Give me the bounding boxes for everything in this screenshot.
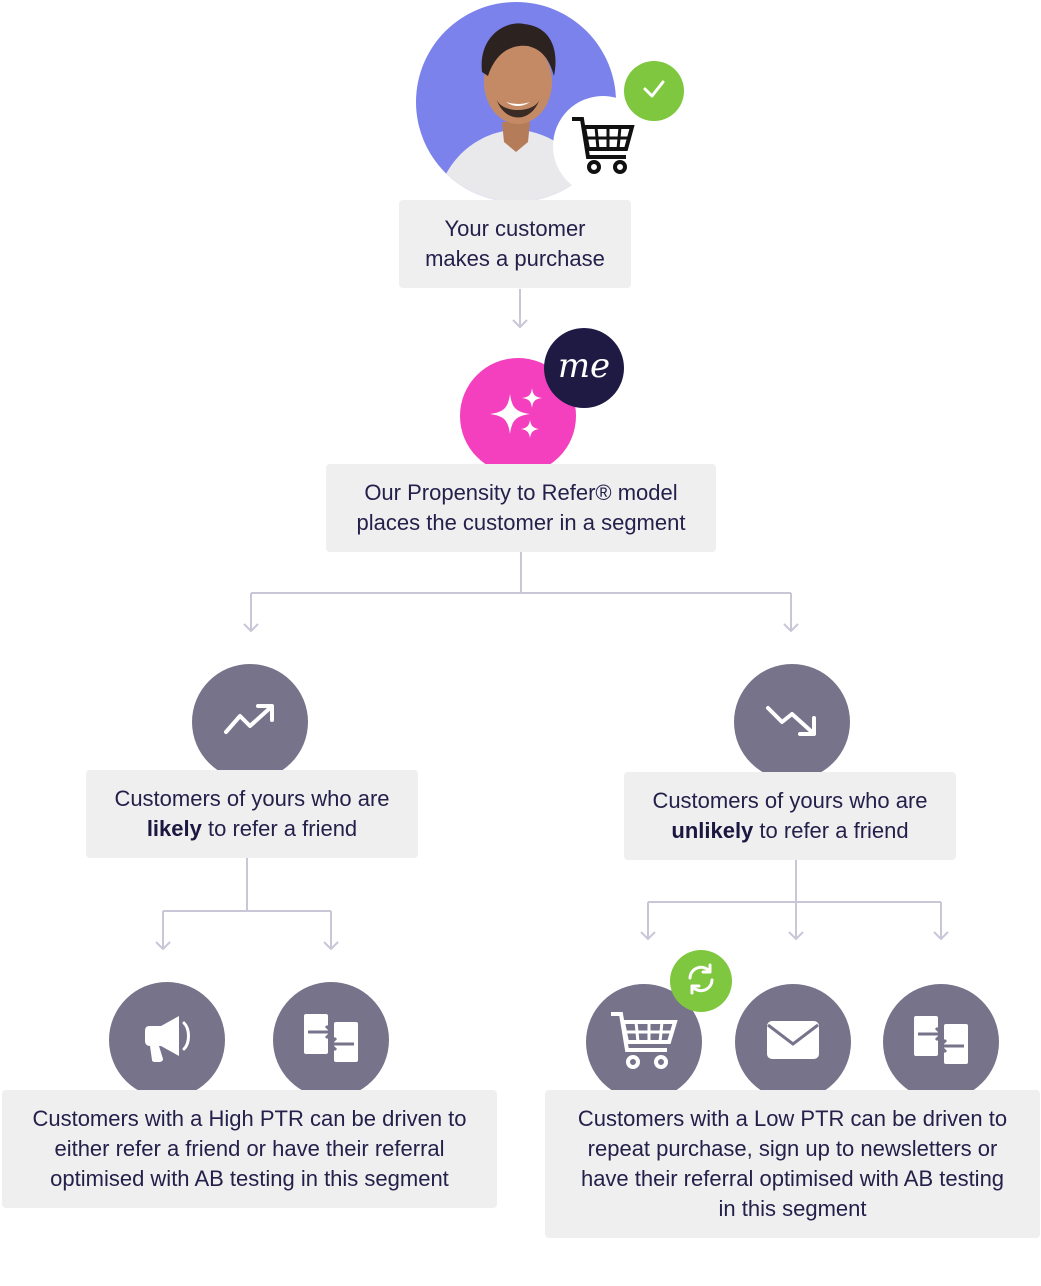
purchase-line-1: Your customer — [444, 216, 586, 241]
likely-bold: likely — [146, 816, 202, 841]
check-badge — [624, 61, 684, 121]
refresh-icon — [684, 962, 718, 1001]
high-ptr-line-3: optimised with AB testing in this segmen… — [50, 1166, 449, 1191]
likely-segment-box: Customers of yours who are likely to ref… — [86, 770, 418, 858]
unlikely-segment-box: Customers of yours who are unlikely to r… — [624, 772, 956, 860]
refresh-badge — [670, 950, 732, 1012]
unlikely-circle — [734, 664, 850, 780]
me-logo-badge: me — [544, 328, 624, 408]
cart-icon — [570, 111, 636, 182]
likely-line-2: likely to refer a friend — [114, 814, 389, 844]
trend-down-icon — [764, 700, 820, 745]
high-ptr-box: Customers with a High PTR can be driven … — [2, 1090, 497, 1208]
unlikely-line-2: unlikely to refer a friend — [652, 816, 927, 846]
ab-test-icon — [302, 1012, 360, 1069]
low-ptr-line-1: Customers with a Low PTR can be driven t… — [577, 1106, 1008, 1131]
purchase-line-2: makes a purchase — [425, 246, 605, 271]
me-logo-text: me — [557, 346, 611, 386]
trend-up-icon — [222, 700, 278, 745]
low-ptr-line-4: in this segment — [718, 1196, 867, 1221]
low-ptr-box: Customers with a Low PTR can be driven t… — [545, 1090, 1040, 1238]
ab-test-circle-high — [273, 982, 389, 1098]
ab-test-circle-low — [883, 984, 999, 1100]
newsletter-circle — [735, 984, 851, 1100]
model-line-2: places the customer in a segment — [356, 510, 686, 535]
ab-test-icon — [912, 1014, 970, 1071]
sparkles-icon — [488, 384, 548, 449]
high-ptr-line-2: either refer a friend or have their refe… — [54, 1136, 445, 1161]
unlikely-suffix: to refer a friend — [759, 818, 909, 843]
likely-line-1: Customers of yours who are — [114, 786, 390, 811]
model-line-1: Our Propensity to Refer® model — [364, 480, 678, 505]
model-step-box: Our Propensity to Refer® model places th… — [326, 464, 716, 552]
cart-icon — [609, 1008, 679, 1077]
megaphone-icon — [141, 1013, 193, 1068]
unlikely-line-1: Customers of yours who are — [652, 788, 928, 813]
likely-suffix: to refer a friend — [207, 816, 358, 841]
refer-friend-circle — [109, 982, 225, 1098]
unlikely-bold: unlikely — [671, 818, 754, 843]
high-ptr-line-1: Customers with a High PTR can be driven … — [32, 1106, 467, 1131]
low-ptr-line-3: have their referral optimised with AB te… — [580, 1166, 1005, 1191]
likely-circle — [192, 664, 308, 780]
mail-icon — [766, 1020, 820, 1065]
purchase-step-box: Your customer makes a purchase — [399, 200, 631, 288]
low-ptr-line-2: repeat purchase, sign up to newsletters … — [587, 1136, 998, 1161]
check-icon — [641, 76, 667, 107]
